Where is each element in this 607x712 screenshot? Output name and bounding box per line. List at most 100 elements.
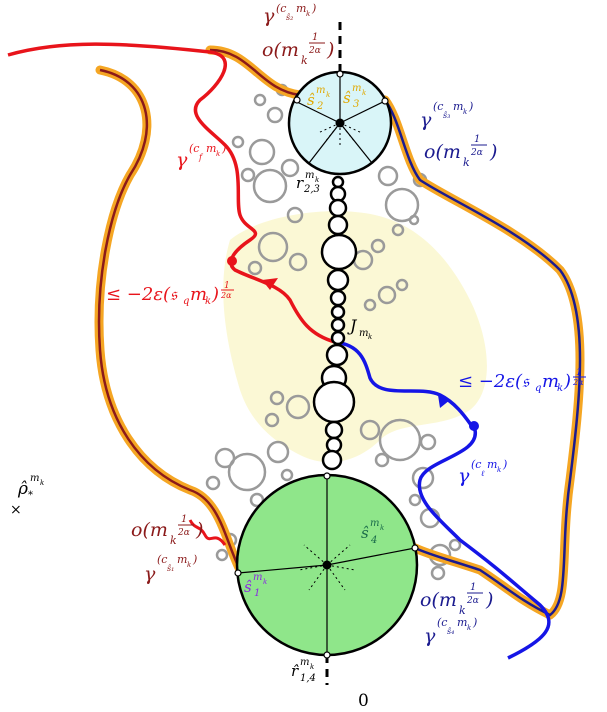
- svg-text:m: m: [190, 284, 207, 305]
- label-gamma-f: γ (c f m k ): [176, 142, 226, 171]
- svg-text:): ): [311, 2, 316, 15]
- label-s3: ŝ 3 m k: [343, 83, 366, 110]
- svg-text:ŝ: ŝ: [307, 91, 315, 109]
- top-circle-nodes: [293, 70, 389, 105]
- svg-text:m: m: [457, 616, 467, 629]
- svg-text:1: 1: [254, 588, 260, 599]
- svg-text:2α: 2α: [572, 378, 584, 387]
- label-o-right: o(m k 1 2α ): [424, 134, 497, 169]
- label-r23: r 2,3 m k: [296, 170, 320, 195]
- svg-text:q: q: [535, 383, 541, 394]
- label-gamma-l: γ (c ℓ m k ): [458, 458, 507, 487]
- svg-text:ŝ₄: ŝ₄: [447, 627, 454, 636]
- svg-text:r̂: r̂: [291, 662, 299, 680]
- svg-text:1: 1: [470, 582, 476, 593]
- svg-text:m: m: [300, 657, 309, 668]
- label-gamma-right: γ (c ŝ₃ m k ): [420, 100, 473, 131]
- svg-text:1: 1: [474, 134, 480, 145]
- top-circle-center: [335, 118, 345, 128]
- svg-text:γ: γ: [420, 109, 432, 131]
- svg-text:2,3: 2,3: [303, 184, 320, 195]
- svg-text:o(m: o(m: [262, 39, 299, 61]
- bottom-circle-center: [322, 560, 332, 570]
- dark-red-left-path: [97, 68, 242, 571]
- svg-text:m: m: [352, 83, 361, 94]
- svg-text:2α: 2α: [220, 291, 232, 300]
- svg-text:): ): [502, 458, 507, 471]
- svg-text:4: 4: [370, 535, 377, 546]
- svg-text:q: q: [183, 296, 189, 307]
- svg-text:k: k: [263, 578, 267, 586]
- label-bound-right: ≤ −2ε(𝔰 q m k ) 1 2α: [458, 368, 586, 394]
- svg-text:k: k: [467, 624, 471, 632]
- svg-text:k: k: [216, 150, 220, 158]
- red-dot: [227, 256, 237, 266]
- svg-text:(c: (c: [437, 616, 447, 629]
- bottom-circle-rays: [298, 535, 356, 598]
- svg-text:ρ̂: ρ̂: [17, 479, 28, 499]
- svg-text:(c: (c: [189, 142, 199, 155]
- label-s2: ŝ 2 m k: [307, 85, 330, 112]
- svg-text:): ): [485, 589, 493, 611]
- central-chain: [312, 175, 358, 471]
- label-zero: 0: [358, 691, 369, 708]
- svg-text:1,4: 1,4: [300, 673, 316, 684]
- bottom-circle-nodes: [234, 472, 419, 659]
- svg-text:ŝ: ŝ: [361, 524, 369, 542]
- svg-text:k: k: [463, 156, 470, 169]
- top-circle-rays: [317, 122, 363, 145]
- svg-text:m: m: [177, 553, 187, 566]
- red-wiggle-left: [188, 519, 227, 546]
- label-s1: ŝ 1 m k: [244, 572, 267, 599]
- svg-text:m: m: [30, 473, 39, 484]
- svg-text:k: k: [40, 479, 44, 487]
- svg-text:m: m: [370, 518, 379, 529]
- svg-text:): ): [195, 519, 203, 541]
- svg-text:): ): [472, 616, 477, 629]
- svg-text:k: k: [326, 91, 330, 99]
- svg-text:1: 1: [181, 514, 187, 525]
- svg-text:m: m: [542, 371, 559, 392]
- svg-text:J: J: [347, 316, 358, 335]
- svg-text:ŝ: ŝ: [343, 89, 351, 107]
- label-rho: ρ̂ * m k: [17, 473, 44, 501]
- svg-text:m: m: [453, 100, 463, 113]
- svg-text:k: k: [205, 296, 211, 307]
- red-arrow: [262, 278, 278, 290]
- svg-text:ℓ: ℓ: [481, 469, 485, 478]
- svg-text:m: m: [253, 572, 262, 583]
- svg-text:ŝ₂: ŝ₂: [286, 13, 293, 22]
- svg-text:k: k: [463, 108, 467, 116]
- svg-text:γ: γ: [144, 563, 156, 585]
- svg-text:): ): [221, 142, 226, 155]
- svg-text:1: 1: [312, 32, 318, 43]
- svg-text:o(m: o(m: [424, 141, 461, 163]
- svg-text:): ): [326, 39, 334, 61]
- svg-text:m: m: [206, 142, 216, 155]
- label-gamma-top: γ (c ŝ₂ m k ): [263, 2, 316, 27]
- svg-text:k: k: [315, 176, 319, 184]
- blue-dot: [469, 421, 479, 431]
- label-r14: r̂ 1,4 m k: [291, 657, 316, 684]
- svg-text:γ: γ: [424, 625, 436, 647]
- label-o-top: o(m k 1 2α ): [262, 32, 334, 67]
- svg-text:m: m: [316, 85, 325, 96]
- svg-text:k: k: [380, 524, 384, 532]
- svg-text:γ: γ: [458, 465, 470, 487]
- label-gamma-br: γ (c ŝ₄ m k ): [424, 616, 477, 647]
- svg-text:1: 1: [224, 281, 230, 291]
- svg-text:γ: γ: [263, 5, 275, 27]
- label-o-left: o(m k 1 2α ): [131, 514, 203, 547]
- svg-text:k: k: [362, 89, 366, 97]
- svg-text:k: k: [301, 54, 308, 67]
- svg-text:(c: (c: [157, 553, 167, 566]
- svg-text:k: k: [557, 383, 563, 394]
- svg-text:m: m: [487, 458, 497, 471]
- svg-text:2α: 2α: [308, 46, 321, 56]
- svg-text:k: k: [310, 663, 314, 671]
- svg-text:m: m: [359, 328, 368, 339]
- svg-text:f: f: [198, 153, 204, 162]
- svg-text:k: k: [459, 604, 466, 617]
